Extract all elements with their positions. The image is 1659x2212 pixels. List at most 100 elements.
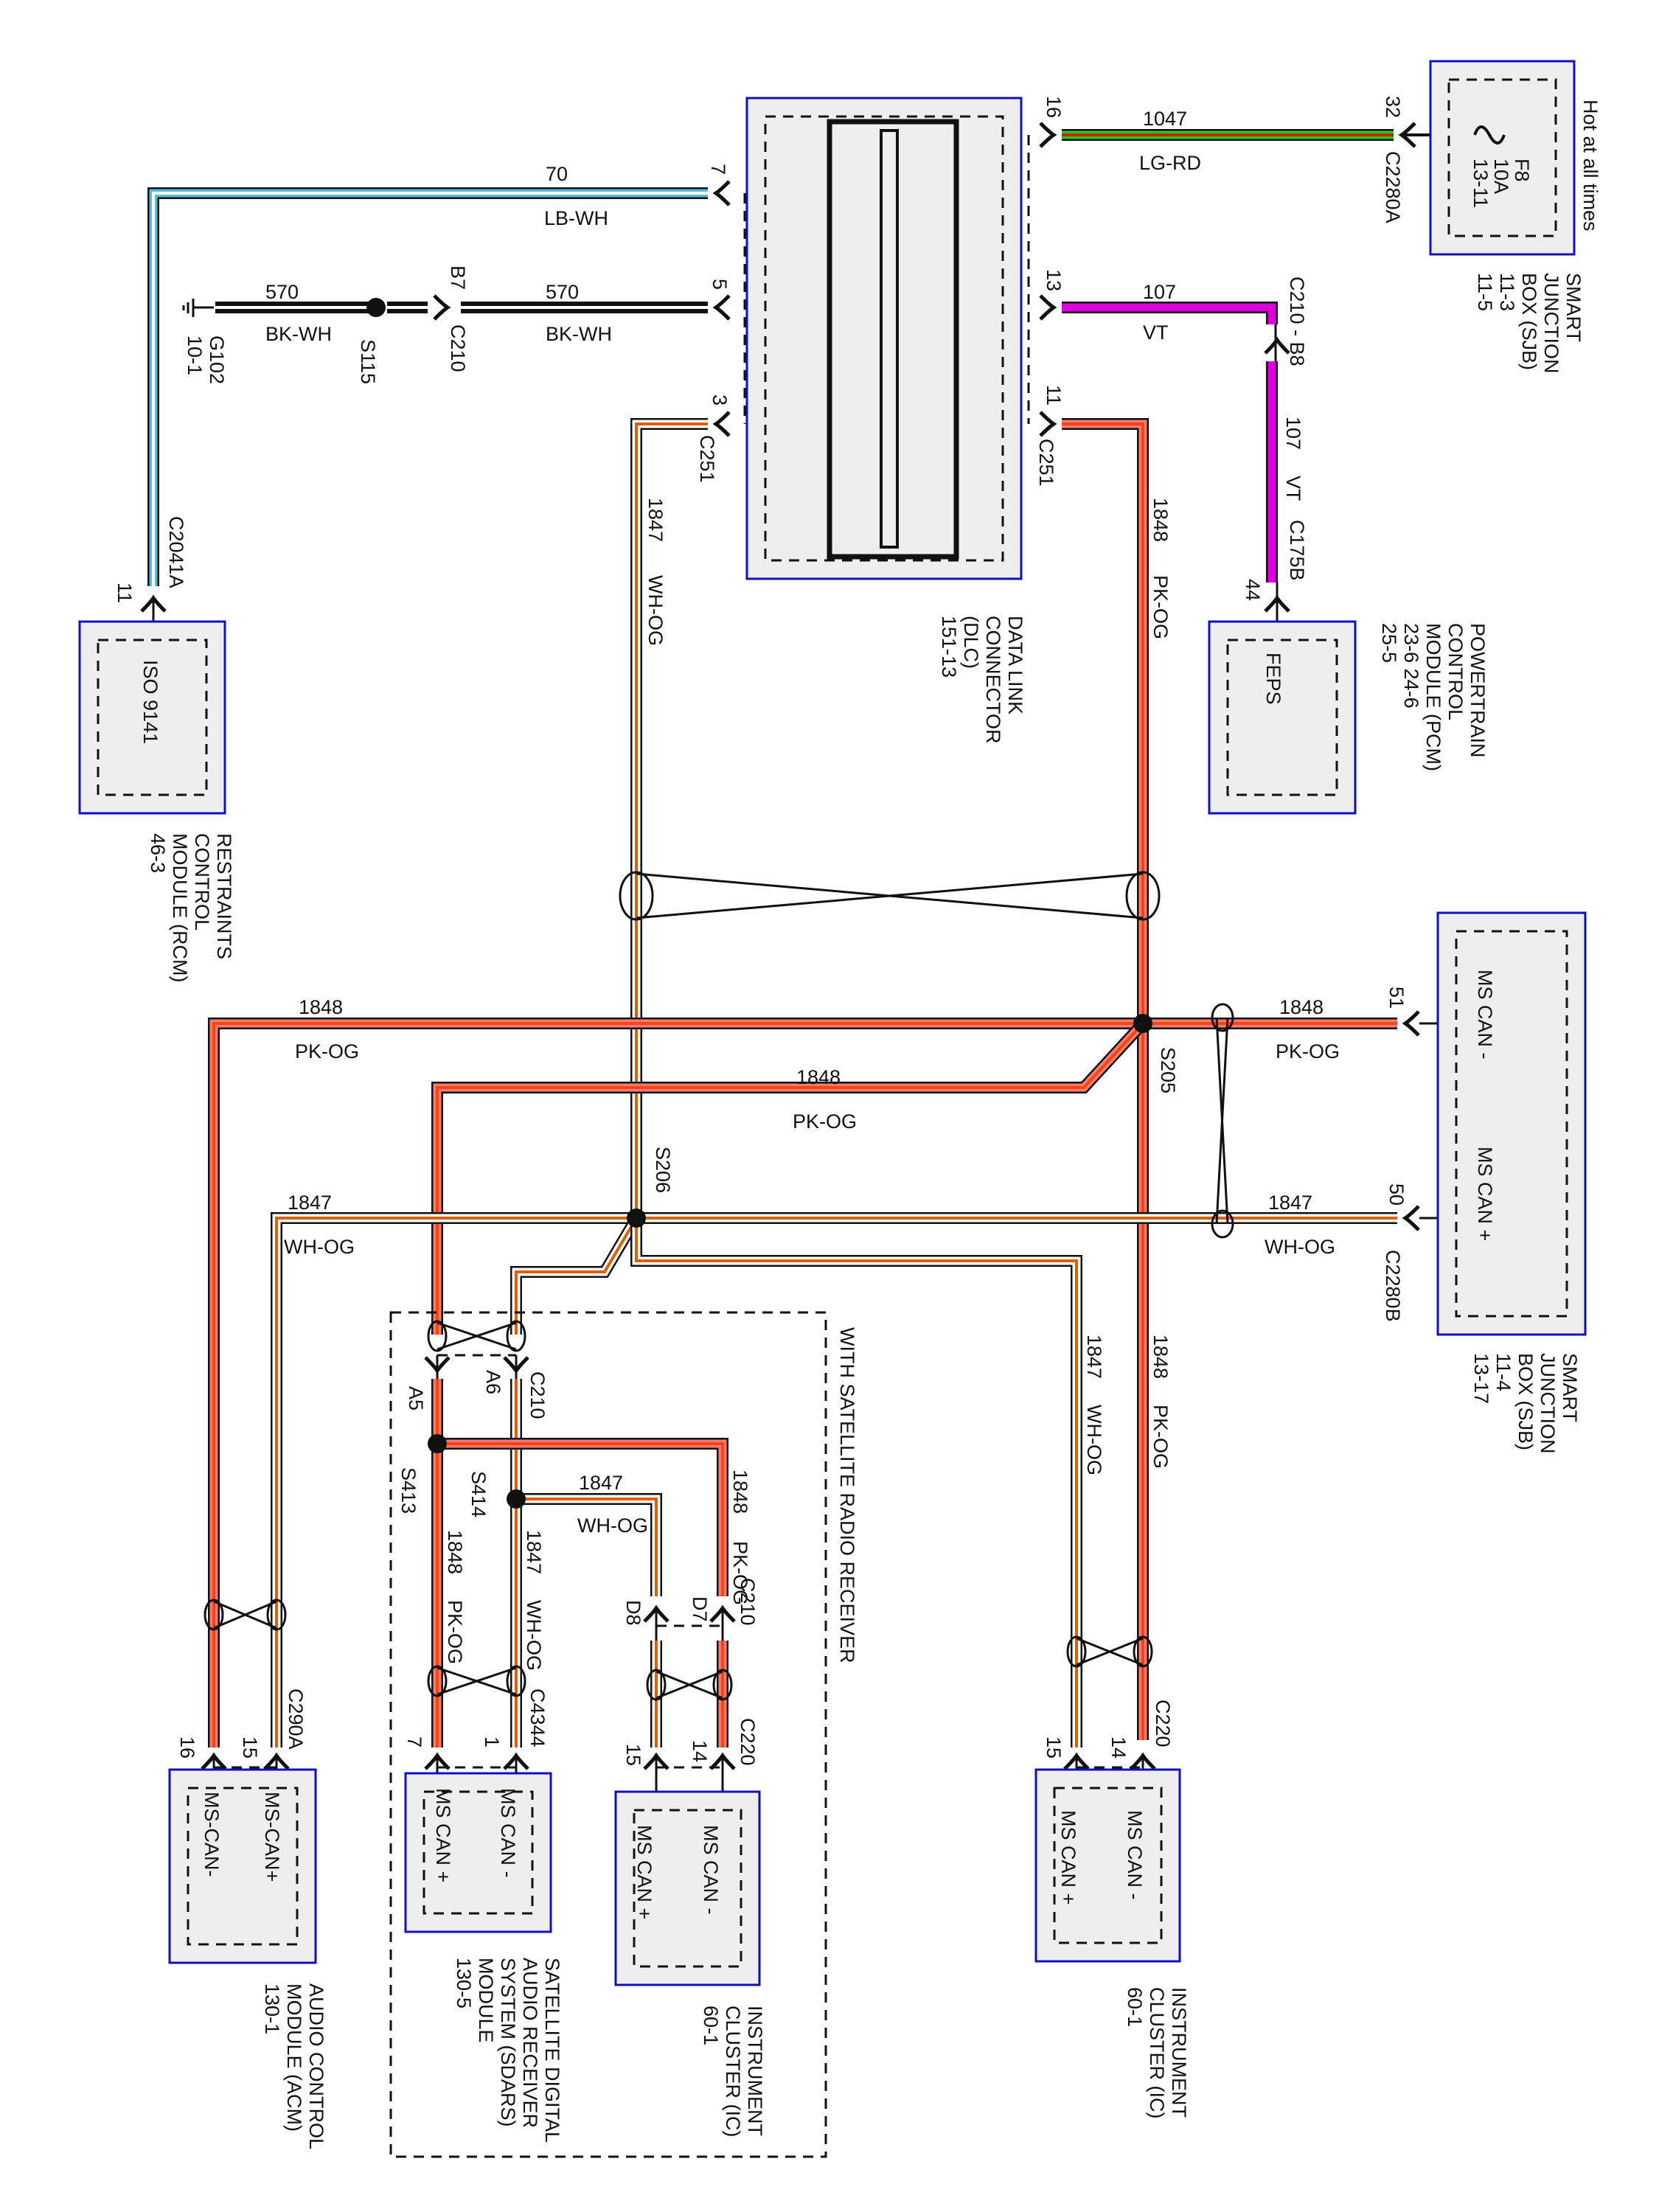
color-1047: LG-RD [1139, 152, 1201, 174]
twisted-pair-icon [619, 871, 1161, 921]
connector-c251-right: C251 [1035, 439, 1057, 487]
connector-arrow [1063, 1752, 1090, 1770]
connector-a6: A6 [482, 1370, 504, 1394]
circuit-1847-dlc: 1847 [644, 498, 667, 542]
ic-main-label-line: INSTRUMENT [1168, 1987, 1190, 2118]
sjb-pin32-connector [1398, 122, 1416, 148]
twist-loop [646, 1669, 667, 1701]
color-wh-og-ic: WH-OG [1083, 1405, 1105, 1475]
rcm-module-outline [78, 620, 226, 815]
sdars-label-line: 130-5 [453, 1958, 475, 2008]
wire-stripe [437, 1442, 724, 1596]
pin-3: 3 [709, 394, 731, 406]
sjb-pin51-connector [1402, 1010, 1420, 1037]
sjb-top-module-inner [1447, 78, 1557, 237]
fuse-id: F8 [1511, 159, 1533, 182]
pin-13: 13 [1043, 269, 1065, 291]
color-vt: VT [1143, 321, 1169, 344]
acm-mscan-minus: MS-CAN- [201, 1792, 223, 1877]
dlc-pin7-connector [712, 180, 731, 206]
sjb-top-module-outline [1429, 60, 1576, 256]
connector-c220-sat: C220 [737, 1718, 759, 1766]
connector-arrow [643, 1604, 669, 1623]
color-vt-b: VT [1282, 476, 1304, 501]
sjb-mid-module [1436, 911, 1587, 1336]
pcm-feps-label: FEPS [1262, 653, 1284, 705]
connector-c175b: C175B [1286, 520, 1308, 581]
splice-s206-label: S206 [652, 1147, 674, 1193]
wires-layer [140, 122, 1574, 1821]
sjb-top-label-line: 11-5 [1474, 273, 1496, 311]
color-wh-og-s414: WH-OG [577, 1514, 648, 1537]
sdars-label-line: SYSTEM (SDARS) [497, 1958, 519, 2127]
ic-mscan-minus: MS CAN - [1124, 1810, 1146, 1900]
sdars-twist-icon [427, 1665, 526, 1697]
ic-twist-icon [1066, 1635, 1153, 1668]
acm-pin15-connector [263, 1752, 290, 1770]
twist-cross [1215, 1017, 1229, 1225]
pcm-label-line: MODULE (PCM) [1422, 623, 1444, 771]
connector-c210-b8: C210 - B8 [1286, 276, 1308, 366]
ics-mscan-plus: MS CAN + [633, 1825, 655, 1919]
pin-11-rcm: 11 [114, 582, 136, 603]
connector-c2280a: C2280A [1382, 151, 1404, 223]
connector-arrow [424, 1752, 451, 1770]
ground-icon [182, 299, 195, 317]
circuit-1848-sat: 1848 [796, 1066, 841, 1088]
color-bk-wh-b: BK-WH [546, 323, 612, 345]
circuit-107-b: 107 [1282, 417, 1304, 450]
acm-label-line: 130-1 [261, 1983, 283, 2034]
sdars-label-line: SATELLITE DIGITAL [541, 1958, 563, 2143]
color-wh-og-acm: WH-OG [284, 1236, 355, 1258]
c210-d7-connector [709, 1604, 736, 1623]
splice-s205 [1133, 1014, 1152, 1033]
connector-arrow [201, 1752, 227, 1770]
wire-1847-dlc [630, 418, 708, 1218]
sjb-top-module [1429, 60, 1576, 256]
twist-cross [437, 1666, 517, 1696]
twist-cross [213, 1600, 277, 1630]
sjb-mid-label-line: SMART [1559, 1353, 1581, 1422]
ic-main-module-outline [1034, 1768, 1181, 1963]
ic-main-label-line: 60-1 [1124, 1987, 1146, 2027]
wire-outline [147, 187, 708, 586]
ics-pin15-connector [643, 1752, 669, 1770]
circuit-1847-sjb: 1847 [1268, 1192, 1312, 1214]
pcm-label-line: 23-6 24-6 [1400, 623, 1422, 709]
twist-loop [204, 1599, 224, 1631]
color-bk-wh-a: BK-WH [265, 323, 332, 345]
sjb-mid-label-line: BOX (SJB) [1514, 1353, 1537, 1450]
wire-outline [510, 1214, 641, 1335]
ic-sat-module-inner [633, 1809, 742, 1968]
sjb-top-label-line: JUNCTION [1540, 273, 1562, 374]
connector-c290a: C290A [285, 1688, 307, 1750]
pin-1-sdars: 1 [481, 1736, 503, 1747]
rcm-pin11-connector [140, 594, 167, 613]
wire-stripe [152, 192, 708, 586]
pin-15-ics: 15 [622, 1744, 644, 1766]
ic-sat-label-line: 60-1 [700, 2006, 722, 2045]
satellite-option-box [389, 1311, 827, 2158]
wire-1847-s414 [516, 1493, 662, 1596]
ground-ref: 10-1 [184, 335, 206, 375]
color-pk-og-ic: PK-OG [1150, 1405, 1172, 1469]
connector-a5: A5 [405, 1386, 427, 1411]
sjb-mid-module-outline [1436, 911, 1587, 1336]
pcm-label-line: POWERTRAIN [1467, 623, 1489, 758]
acm-twist-icon [204, 1599, 287, 1631]
wire-body [149, 189, 708, 586]
twist-loop [1125, 871, 1161, 921]
dlc-slot [880, 129, 899, 549]
ic-main-module-inner [1053, 1787, 1163, 1944]
circuit-107: 107 [1143, 281, 1176, 303]
circuit-1848-s413: 1848 [729, 1470, 751, 1514]
splice-s413-label: S413 [397, 1467, 420, 1514]
connector-c210-sat: C210 [526, 1371, 549, 1419]
sdars-module-outline [404, 1772, 552, 1933]
fuse-ref: 13-11 [1470, 159, 1492, 208]
connector-arrow [643, 1752, 669, 1770]
